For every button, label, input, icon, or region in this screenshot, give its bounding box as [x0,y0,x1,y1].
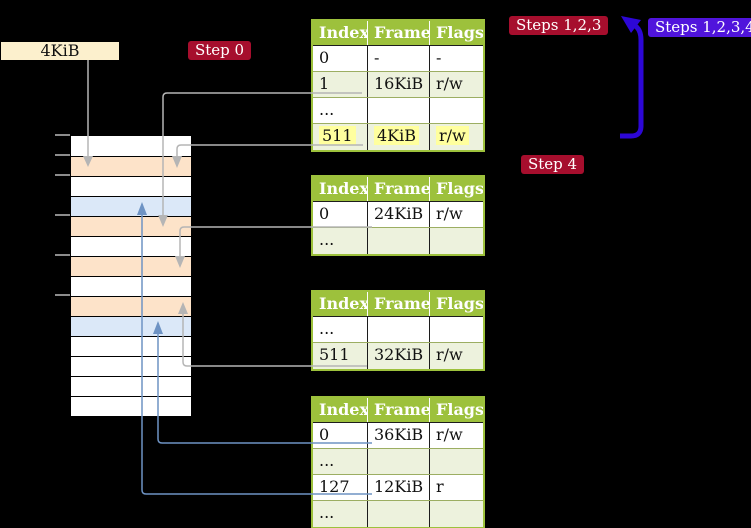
table-cell: r/w [436,204,463,223]
table-cell: ... [313,449,368,474]
column-header: Index [313,177,368,201]
memory-frame-cell-white [71,136,191,156]
table-cell: ... [313,98,368,123]
column-header: Index [313,292,368,316]
table-cell [368,449,430,474]
memory-address-tick [55,294,70,296]
table-cell [430,317,483,342]
memory-frame-cell-white [71,336,191,356]
memory-frame-cell-white [71,396,191,416]
highlighted-value: r/w [436,126,469,145]
table-cell [430,449,483,474]
table-cell: r [436,477,444,496]
table-row: ... [313,98,483,124]
page-size-label: 4KiB [1,42,119,60]
table-row: ... [313,228,483,254]
table-cell: r/w [430,124,483,150]
table-cell: r/w [436,425,463,444]
memory-address-tick [55,254,70,256]
table-cell: 24KiB [368,202,430,227]
table-row: ... [313,317,483,343]
column-header: Frame [368,398,430,422]
memory-address-tick [55,134,70,136]
table-cell [368,98,430,123]
memory-frame-cell-blue [71,196,191,216]
table-cell: ... [313,501,368,527]
table-row: ... [313,501,483,527]
table-cell [430,98,483,123]
column-header: Flags [436,23,483,42]
column-header: Flags [436,400,483,419]
column-header: Index [313,21,368,45]
table-row: ... [313,449,483,475]
table-cell: 16KiB [368,72,430,97]
table-row: 0-- [313,46,483,72]
steps-123-badge: Steps 1,2,3 [509,16,609,35]
column-header: Flags [436,294,483,313]
table-cell: - [368,46,430,71]
table-cell: 0 [313,202,368,227]
column-header: Index [313,398,368,422]
physical-memory-stack [70,135,192,417]
table-cell [368,317,430,342]
memory-frame-cell-peach [71,256,191,276]
steps-1234-badge: Steps 1,2,3,4 [648,18,751,37]
memory-frame-cell-white [71,236,191,256]
table-cell: 32KiB [368,343,430,369]
table-cell: 511 [313,343,368,369]
table-cell [430,501,483,527]
memory-frame-cell-white [71,176,191,196]
table-cell: - [436,48,442,67]
highlighted-value: 4KiB [374,126,420,145]
memory-frame-cell-white [71,376,191,396]
table-cell: ... [313,317,368,342]
column-header: Flags [436,179,483,198]
memory-frame-cell-white [71,276,191,296]
memory-frame-cell-blue [71,316,191,336]
highlighted-value: 511 [319,126,356,145]
table-cell: 36KiB [368,423,430,448]
column-header: Frame [368,177,430,201]
column-header: Frame [368,292,430,316]
table-cell: 0 [313,423,368,448]
table-cell: 1 [313,72,368,97]
memory-address-tick [55,214,70,216]
memory-frame-cell-peach [71,296,191,316]
table-cell: r/w [436,74,463,93]
table-cell [430,228,483,254]
step4-badge: Step 4 [521,155,585,174]
table-cell: 0 [313,46,368,71]
memory-frame-cell-peach [71,156,191,176]
table-row: 511 4KiB r/w [313,124,483,150]
memory-frame-cell-peach [71,216,191,236]
table-cell [368,501,430,527]
table-cell: r/w [436,345,463,364]
table-cell: 12KiB [368,475,430,500]
table-cell: 511 [313,124,368,150]
table-cell: 127 [313,475,368,500]
steps-loop-arrow [620,16,644,139]
table-cell: ... [313,228,368,254]
table-cell: 4KiB [368,124,430,150]
column-header: Frame [368,21,430,45]
table-cell [368,228,430,254]
memory-address-tick [55,154,70,156]
memory-frame-cell-white [71,356,191,376]
step0-badge: Step 0 [188,41,252,60]
memory-address-tick [55,174,70,176]
